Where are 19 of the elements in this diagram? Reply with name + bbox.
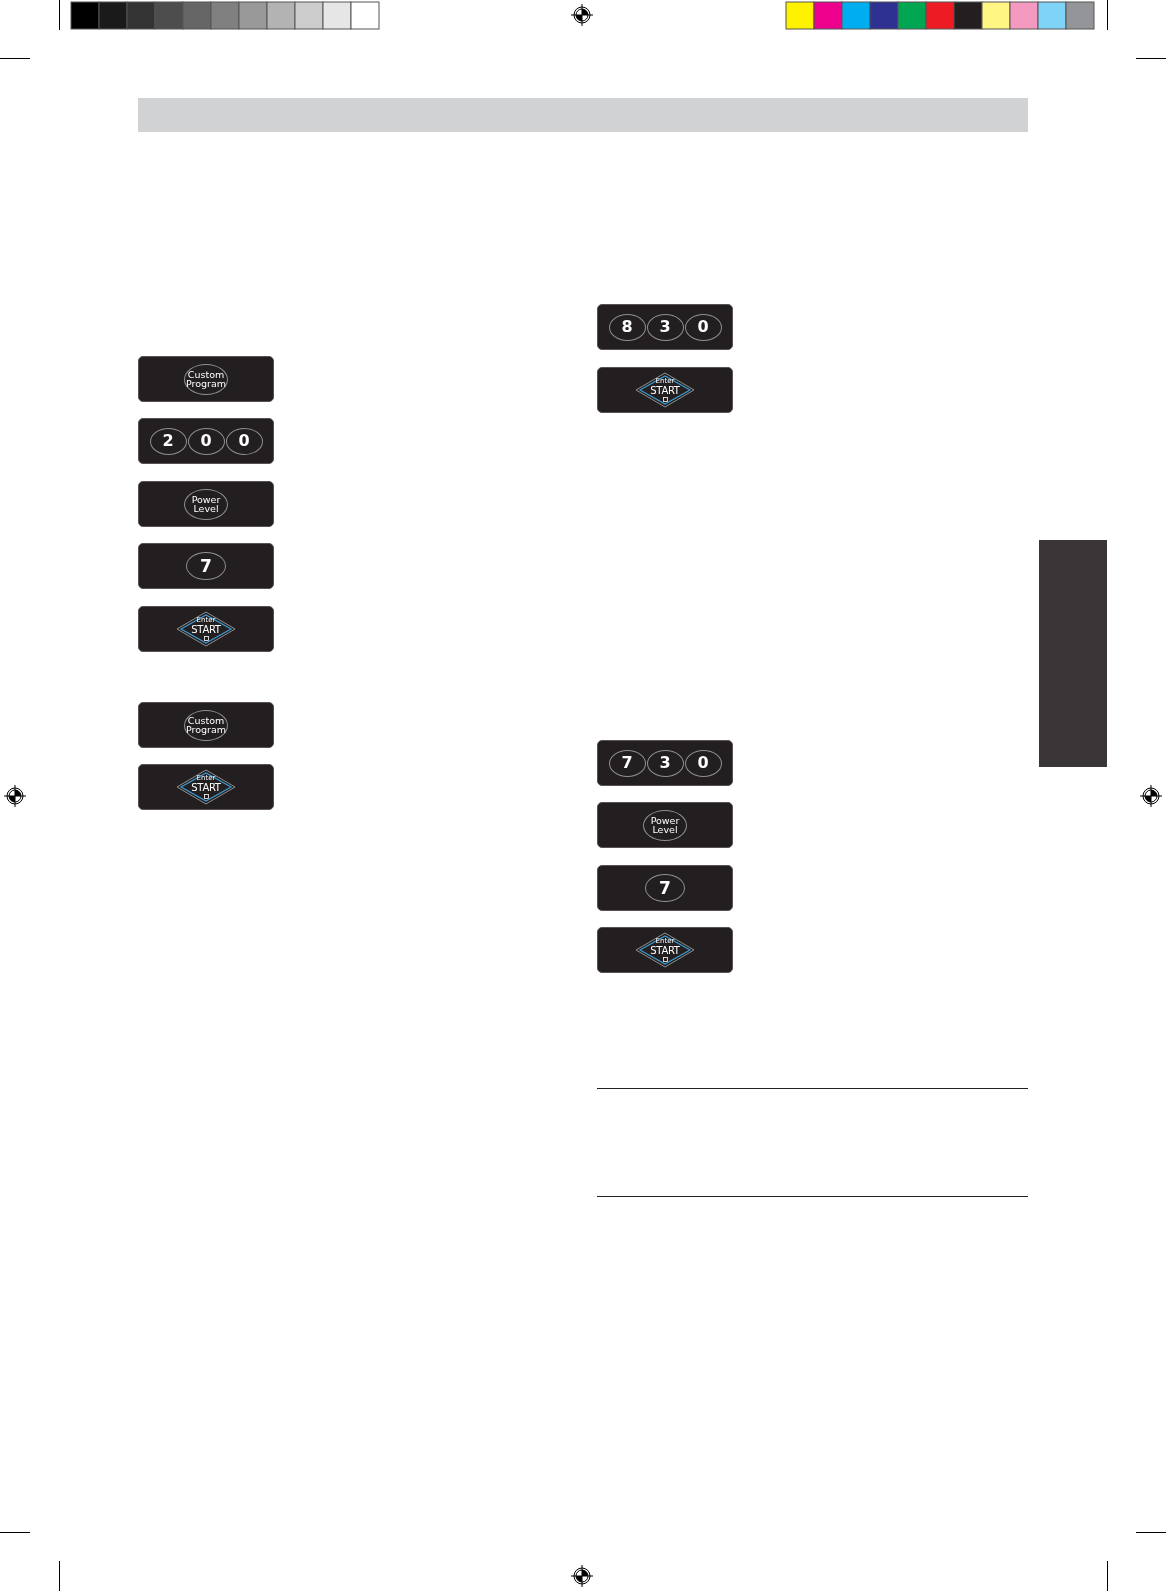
side-tab bbox=[1039, 540, 1107, 767]
keypad-panel bbox=[597, 304, 733, 350]
keypad-panel bbox=[597, 927, 733, 973]
keypad-panel bbox=[138, 702, 274, 748]
custom-program-key: Custom Program bbox=[184, 709, 228, 741]
keypad-panel bbox=[138, 356, 274, 402]
keypad-panel bbox=[138, 764, 274, 810]
keypad-panel bbox=[138, 481, 274, 527]
keypad-panel bbox=[597, 802, 733, 848]
keypad-panel bbox=[138, 606, 274, 652]
digit-key: 3 bbox=[646, 749, 684, 777]
keypad-panel bbox=[597, 740, 733, 786]
keypad-panel bbox=[138, 418, 274, 464]
custom-program-key: Custom Program bbox=[184, 363, 228, 395]
keypad-panel bbox=[138, 543, 274, 589]
digit-key: 7 bbox=[608, 749, 646, 777]
keypad-panel bbox=[597, 865, 733, 911]
digit-key: 0 bbox=[684, 749, 722, 777]
keypad-panel bbox=[597, 367, 733, 413]
